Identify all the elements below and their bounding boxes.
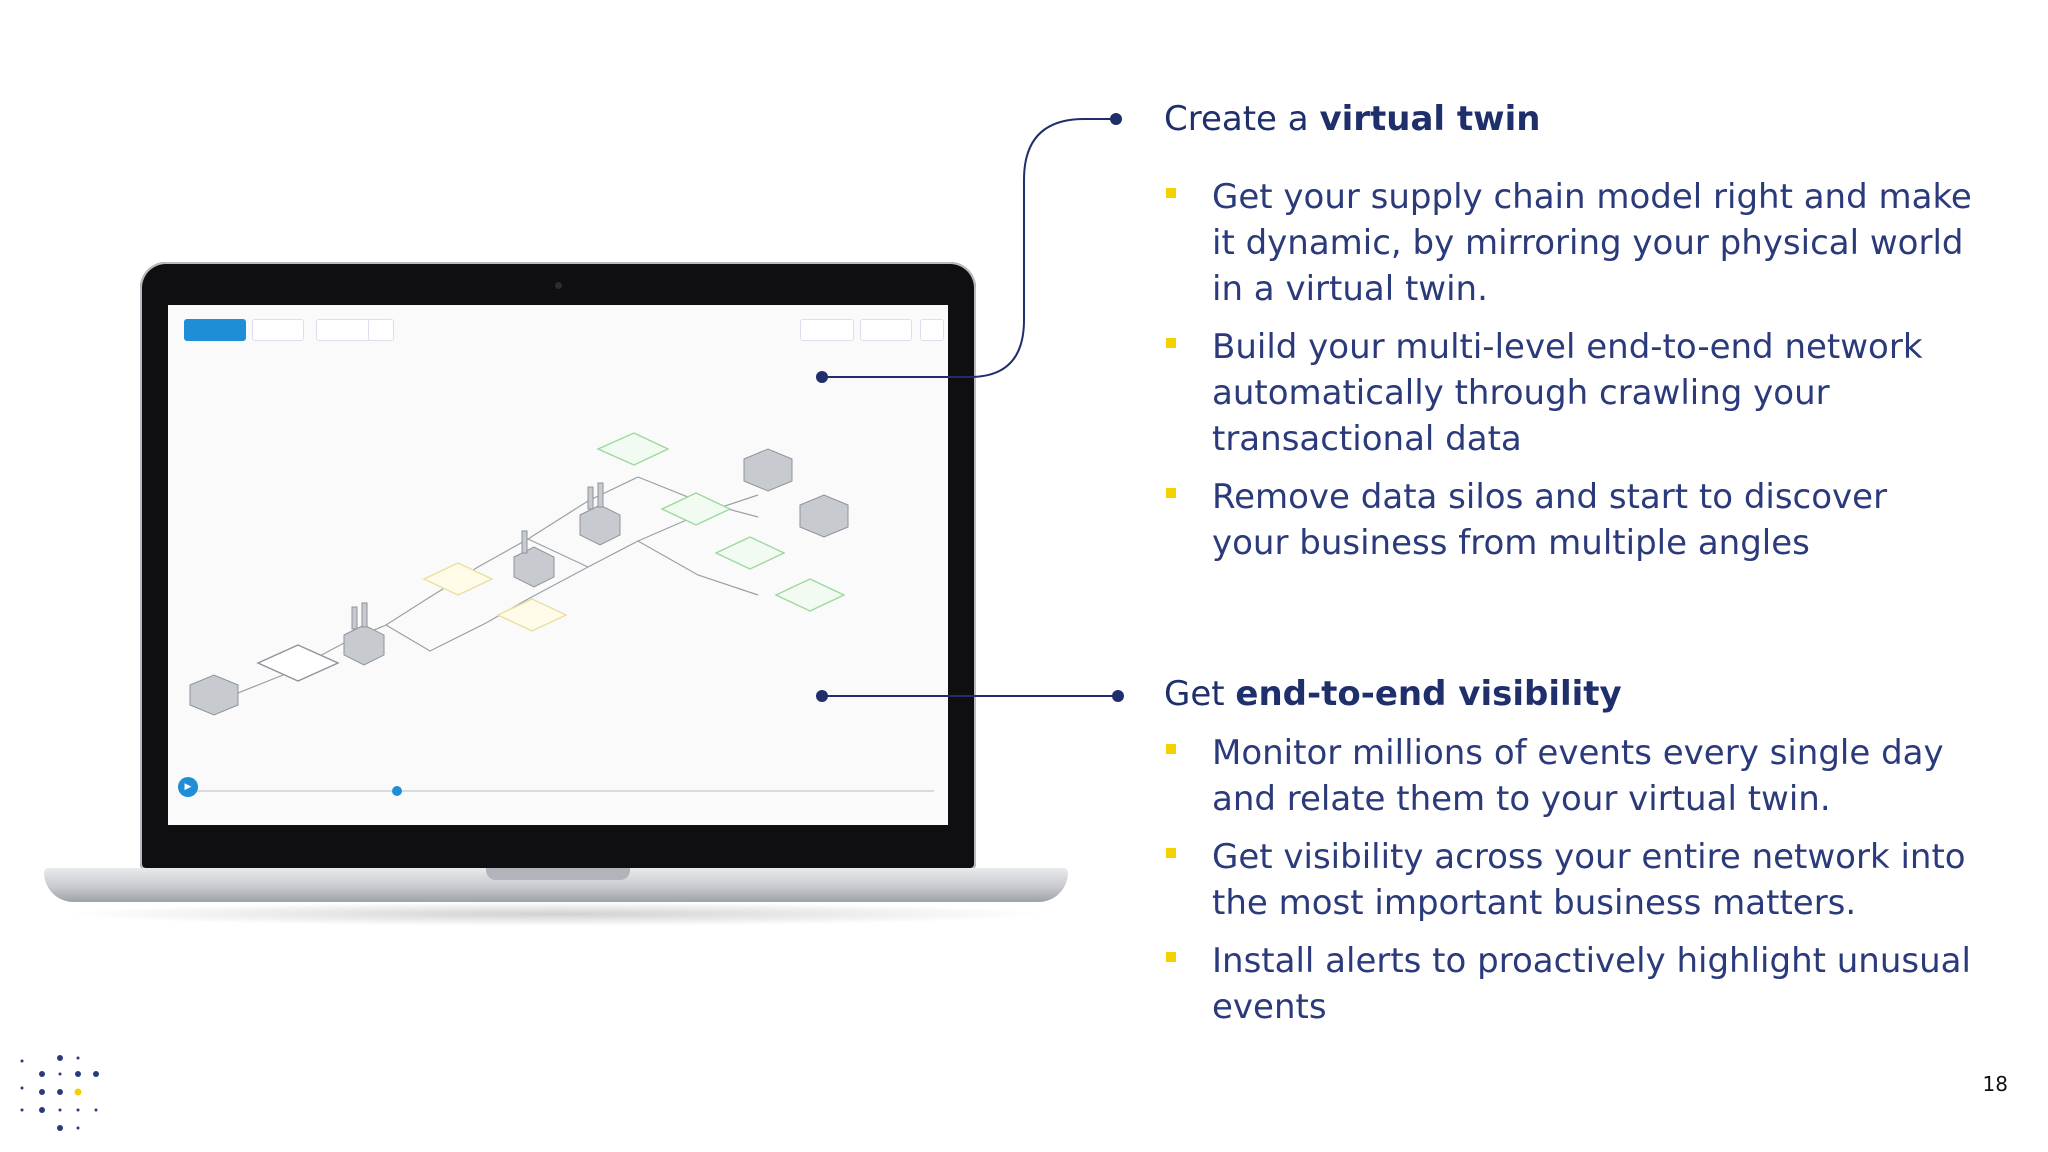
connector-dot [1110,113,1122,125]
section1-heading-prefix: Create a [1164,99,1320,139]
node-diamond [422,562,494,596]
bullet-item: Install alerts to proactively highlight … [1164,938,1972,1030]
connector-dot [816,371,828,383]
bullet-text: Monitor millions of events every single … [1212,733,1944,819]
bullet-item: Get your supply chain model right and ma… [1164,174,1972,312]
network-tab [184,319,246,341]
page-number: 18 [1982,1072,2008,1096]
chimney [361,602,368,628]
streams-tab [252,319,304,341]
node-diamond [596,432,670,466]
bullet-item: Build your multi-level end-to-end networ… [1164,324,1972,462]
chimney [351,606,358,630]
more-icon [920,319,944,341]
chimney [597,482,604,508]
bullet-text: Remove data silos and start to discover … [1212,477,1888,563]
bullet-item: Monitor millions of events every single … [1164,730,1972,822]
section1-heading-bold: virtual twin [1319,99,1541,139]
warehouse-block [743,448,793,492]
laptop-screen: ▶ [168,305,948,825]
section1-heading: Create a virtual twin [1164,99,1540,139]
chimney [587,486,594,510]
user-button [800,319,854,341]
section1-bullet-list: Get your supply chain model right and ma… [1164,174,1972,578]
network-diagram [189,432,849,716]
play-icon: ▶ [178,777,198,797]
connector-dot [816,690,828,702]
bullet-square-icon [1166,848,1176,858]
bullet-square-icon [1166,188,1176,198]
node-diamond [496,598,568,632]
section2-heading-prefix: Get [1164,674,1236,714]
chimney [521,530,528,554]
save-button [860,319,912,341]
laptop-notch [486,868,630,880]
bullet-text: Get your supply chain model right and ma… [1212,177,1972,309]
connector-dot [1112,690,1124,702]
toolbar-icon [368,319,394,341]
bullet-text: Build your multi-level end-to-end networ… [1212,327,1923,459]
bullet-square-icon [1166,952,1176,962]
node-diamond [256,644,340,682]
node-diamond [774,578,846,612]
section2-heading: Get end-to-end visibility [1164,674,1622,714]
webcam-icon [555,282,562,289]
bullet-square-icon [1166,338,1176,348]
bullet-item: Get visibility across your entire networ… [1164,834,1972,926]
laptop-shadow [60,902,1050,926]
bullet-text: Get visibility across your entire networ… [1212,837,1966,923]
warehouse-block [189,674,239,716]
connector-top [822,118,1116,378]
node-diamond [714,536,786,570]
bullet-text: Install alerts to proactively highlight … [1212,941,1971,1027]
warehouse-block [799,494,849,538]
timeline-handle [392,786,402,796]
factory-block [513,546,555,588]
bullet-item: Remove data silos and start to discover … [1164,474,1972,566]
bullet-square-icon [1166,744,1176,754]
timeline-track [182,790,934,792]
section2-bullet-list: Monitor millions of events every single … [1164,730,1972,1042]
section2-heading-bold: end-to-end visibility [1235,674,1622,714]
node-diamond [660,492,732,526]
bullet-square-icon [1166,488,1176,498]
logo-dots-icon [20,1055,99,1131]
